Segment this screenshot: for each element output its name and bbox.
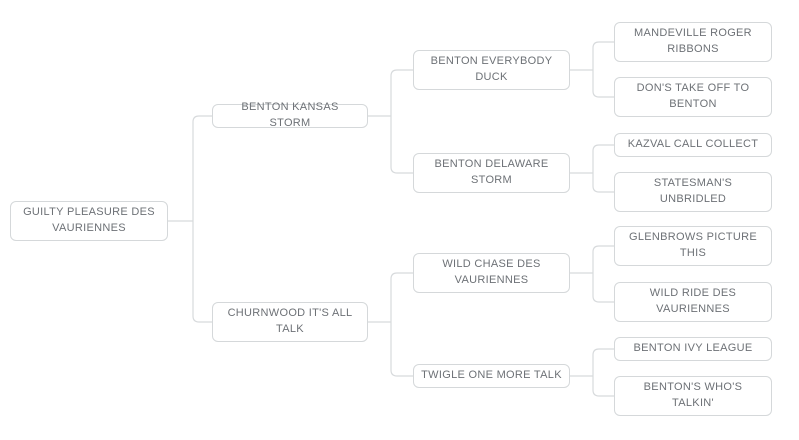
pedigree-node-benton-delaware-storm[interactable]: BENTON DELAWARE STORM xyxy=(413,153,570,193)
pedigree-node-churnwood-its-all-talk[interactable]: CHURNWOOD IT'S ALL TALK xyxy=(212,302,368,342)
pedigree-node-benton-ivy-league[interactable]: BENTON IVY LEAGUE xyxy=(614,337,772,361)
pedigree-node-wild-chase-des-vauriennes[interactable]: WILD CHASE DES VAURIENNES xyxy=(413,253,570,293)
connector-elbow xyxy=(390,272,413,377)
pedigree-node-glenbrows-picture-this[interactable]: GLENBROWS PICTURE THIS xyxy=(614,226,772,266)
connector-elbow xyxy=(390,69,413,174)
pedigree-node-twigle-one-more-talk[interactable]: TWIGLE ONE MORE TALK xyxy=(413,364,570,388)
pedigree-node-benton-kansas-storm[interactable]: BENTON KANSAS STORM xyxy=(212,101,368,129)
pedigree-node-wild-ride-des-vauriennes[interactable]: WILD RIDE DES VAURIENNES xyxy=(614,282,772,322)
pedigree-node-mandeville-roger-ribbons[interactable]: MANDEVILLE ROGER RIBBONS xyxy=(614,22,772,62)
pedigree-node-dons-take-off-to-benton[interactable]: DON'S TAKE OFF TO BENTON xyxy=(614,77,772,117)
connector-elbow xyxy=(592,348,614,397)
pedigree-node-kazval-call-collect[interactable]: KAZVAL CALL COLLECT xyxy=(614,133,772,157)
connector-elbow xyxy=(192,115,212,323)
connector-elbow xyxy=(592,144,614,193)
pedigree-node-bentons-whos-talkin[interactable]: BENTON'S WHO'S TALKIN' xyxy=(614,376,772,416)
pedigree-node-benton-everybody-duck[interactable]: BENTON EVERYBODY DUCK xyxy=(413,50,570,90)
pedigree-node-guilty-pleasure-des-vauriennes[interactable]: GUILTY PLEASURE DES VAURIENNES xyxy=(10,201,168,241)
connector-elbow xyxy=(592,245,614,303)
pedigree-node-statesmans-unbridled[interactable]: STATESMAN'S UNBRIDLED xyxy=(614,172,772,212)
connector-elbow xyxy=(592,41,614,98)
